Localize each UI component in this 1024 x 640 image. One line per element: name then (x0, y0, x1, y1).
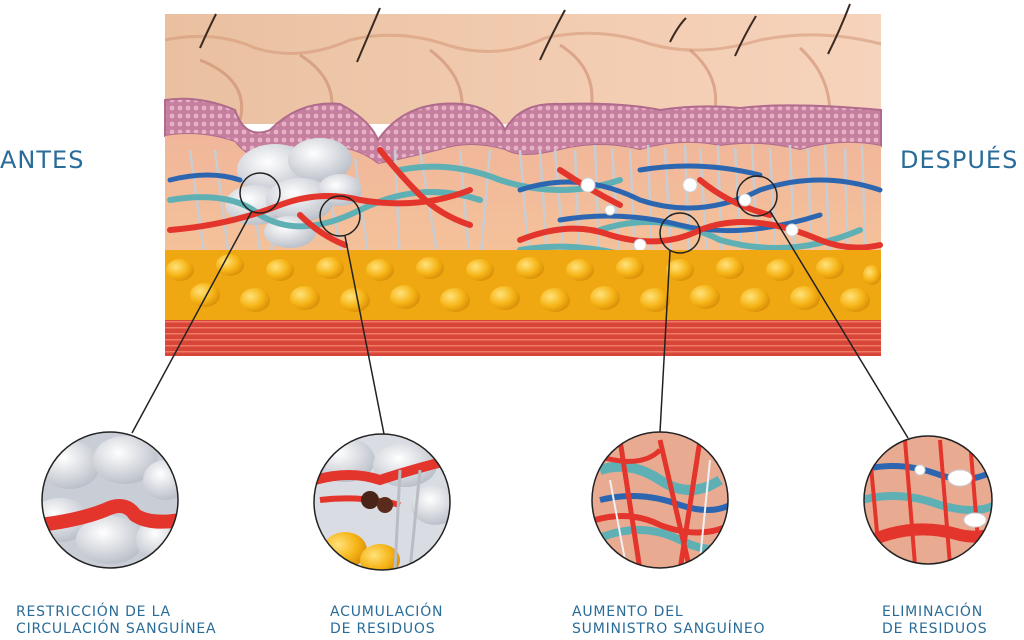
caption-line: CIRCULACIÓN SANGUÍNEA (16, 621, 217, 637)
caption-restriction: RESTRICCIÓN DE LA CIRCULACIÓN SANGUÍNEA (16, 604, 216, 638)
arteries (167, 147, 883, 251)
caption-elimination: ELIMINACIÓN DE RESIDUOS (882, 604, 987, 638)
caption-line: SUMINISTRO SANGUÍNEO (572, 621, 766, 637)
caption-line: DE RESIDUOS (882, 621, 988, 637)
zoom-circle-supply (591, 431, 729, 569)
caption-line: RESTRICCIÓN DE LA (16, 604, 171, 620)
residue-particles (580, 177, 799, 252)
zoom-circle-elimination (863, 435, 993, 565)
muscle-layer (165, 320, 881, 356)
label-before: ANTES (0, 146, 85, 174)
caption-line: DE RESIDUOS (330, 621, 436, 637)
caption-line: AUMENTO DEL (572, 604, 684, 620)
fat-layer (165, 250, 881, 325)
caption-supply: AUMENTO DEL SUMINISTRO SANGUÍNEO (572, 604, 765, 638)
hair-strands (199, 3, 851, 63)
zoom-circle-accumulation (313, 433, 451, 571)
magnifier-rings (239, 172, 778, 254)
caption-line: ELIMINACIÓN (882, 604, 983, 620)
skin-surface (164, 14, 882, 124)
cellulite-clusters (225, 138, 362, 248)
leader-lines (131, 210, 909, 439)
caption-line: ACUMULACIÓN (330, 604, 444, 620)
label-after: DESPUÉS (900, 146, 1019, 174)
caption-accumulation: ACUMULACIÓN DE RESIDUOS (330, 604, 443, 638)
zoom-circle-restriction (41, 431, 179, 569)
